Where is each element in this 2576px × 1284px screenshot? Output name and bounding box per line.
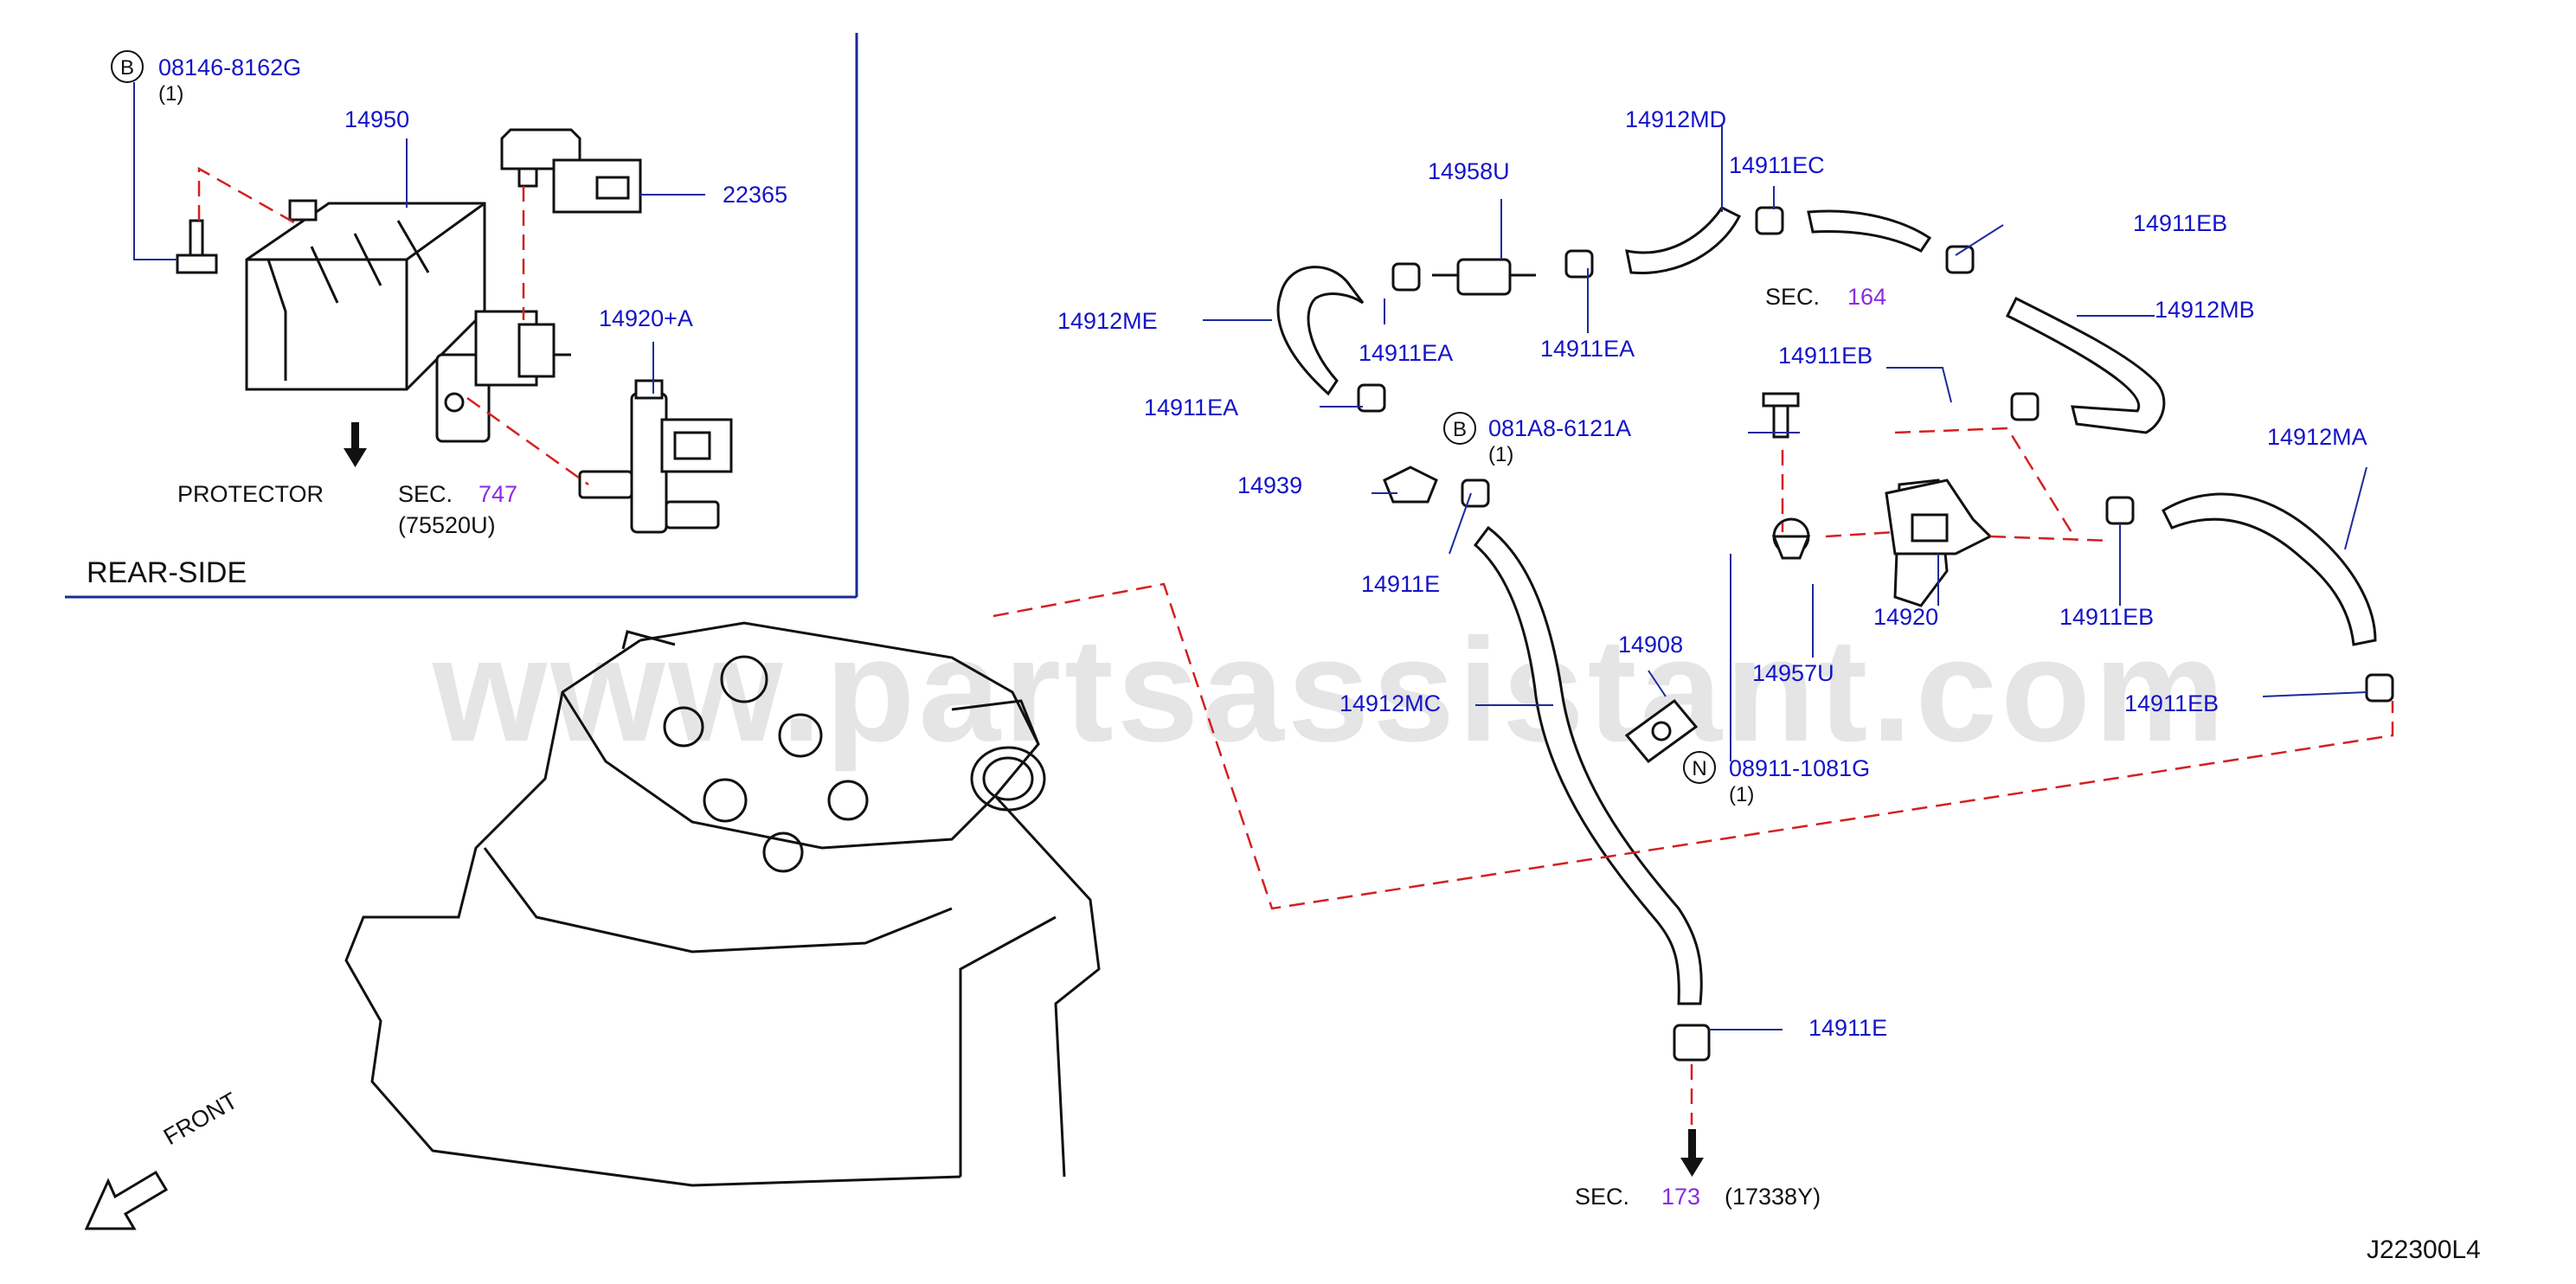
part-08911-qty: (1) (1729, 783, 1755, 806)
part-14912MB[interactable]: 14912MB (2155, 297, 2255, 323)
part-14912MC[interactable]: 14912MC (1339, 690, 1442, 716)
part-14911EA-2[interactable]: 14911EA (1540, 336, 1635, 362)
part-081A8-qty: (1) (1488, 443, 1514, 466)
part-14911EC[interactable]: 14911EC (1729, 152, 1825, 178)
protector-label: PROTECTOR (177, 481, 324, 507)
watermark: www.partsassistant.com (433, 608, 2229, 773)
sec-164-prefix: SEC. (1765, 284, 1821, 310)
sec-173-link[interactable]: 173 (1661, 1184, 1701, 1210)
part-14911EB-2[interactable]: 14911EB (1778, 343, 1873, 369)
valve-a-drawing (578, 379, 733, 534)
part-14920-A[interactable]: 14920+A (599, 305, 693, 331)
part-08146-qty: (1) (158, 82, 184, 106)
marker-n: N (1683, 751, 1716, 784)
diagram-code: J22300L4 (2367, 1236, 2481, 1264)
part-14911EB-1[interactable]: 14911EB (2133, 210, 2228, 236)
part-22365[interactable]: 22365 (723, 182, 788, 208)
part-14911E-2[interactable]: 14911E (1808, 1015, 1888, 1041)
part-14911EA-3[interactable]: 14911EA (1144, 395, 1239, 421)
part-14920[interactable]: 14920 (1873, 604, 1939, 630)
part-14912ME[interactable]: 14912ME (1057, 308, 1158, 334)
hoses (1276, 206, 2394, 1062)
sec-164-link[interactable]: 164 (1847, 284, 1887, 310)
leader-lines (133, 82, 2367, 1030)
sec-747-prefix: SEC. (398, 481, 453, 507)
part-14958U[interactable]: 14958U (1428, 158, 1510, 184)
sec-747-ref: (75520U) (398, 512, 496, 538)
part-14911E-1[interactable]: 14911E (1361, 571, 1441, 597)
right-components (1624, 392, 1993, 764)
part-14912MD[interactable]: 14912MD (1625, 106, 1727, 132)
front-arrow (84, 1170, 169, 1230)
marker-b-2: B (1443, 412, 1476, 445)
part-08911-1081G[interactable]: 08911-1081G (1729, 755, 1871, 781)
part-14950[interactable]: 14950 (344, 106, 410, 132)
part-14911EB-3[interactable]: 14911EB (2059, 604, 2155, 630)
part-14957U[interactable]: 14957U (1752, 660, 1834, 686)
protector-arrow (344, 422, 367, 467)
sec-747-link[interactable]: 747 (479, 481, 518, 507)
inset-dashed-lines (197, 166, 589, 486)
inset-frame (65, 33, 858, 599)
part-081A8-6121A[interactable]: 081A8-6121A (1488, 415, 1632, 441)
sec173-arrow (1680, 1129, 1704, 1177)
part-14908[interactable]: 14908 (1618, 632, 1684, 658)
part-14939[interactable]: 14939 (1237, 472, 1303, 498)
sec-173-prefix: SEC. (1575, 1184, 1630, 1210)
rear-side-label: REAR-SIDE (87, 556, 247, 589)
part-14911EB-4[interactable]: 14911EB (2124, 690, 2219, 716)
sensor-drawing (500, 128, 642, 214)
bolt-drawing (176, 219, 218, 274)
engine-drawing (344, 621, 1101, 1187)
sec-173-ref: (17338Y) (1725, 1184, 1821, 1210)
part-14911EA-1[interactable]: 14911EA (1359, 340, 1454, 366)
marker-b-1: B (111, 50, 144, 83)
canister-drawing (245, 199, 571, 443)
routing-dashed-lines (992, 427, 2394, 1125)
part-08146-8162G[interactable]: 08146-8162G (158, 55, 302, 80)
part-14912MA[interactable]: 14912MA (2267, 424, 2367, 450)
